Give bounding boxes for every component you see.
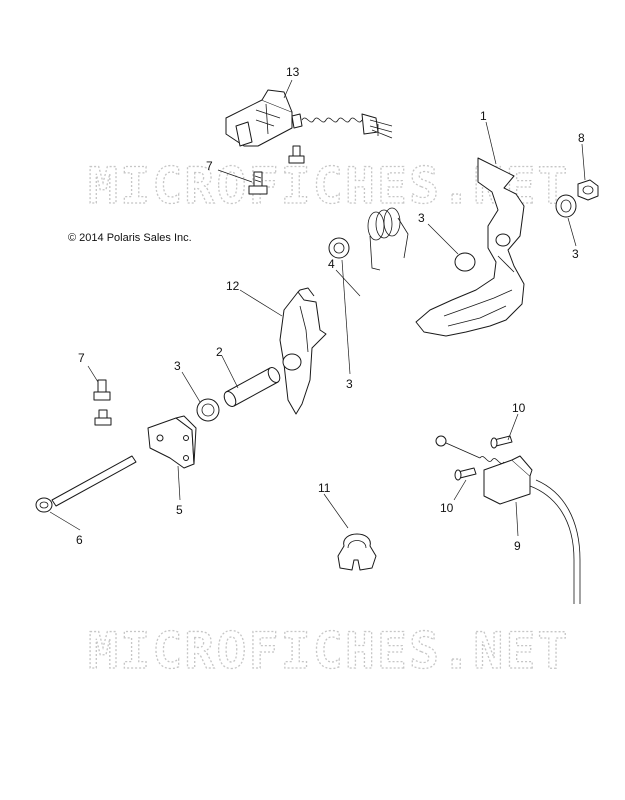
watermark-bottom: MICROFICHES.NET: [88, 622, 570, 680]
part-5-mount-bracket: [147, 415, 197, 469]
part-6-long-bolt: [35, 455, 137, 513]
callout-3-bushing-b: 3: [418, 211, 425, 225]
part-3-bushing-a: [555, 194, 577, 218]
callout-6: 6: [76, 533, 83, 547]
callout-10-top: 10: [512, 401, 526, 415]
part-12-lever: [279, 287, 327, 415]
part-9-cable: [435, 435, 581, 604]
part-1-pedal-bracket: [415, 157, 525, 337]
callout-5: 5: [176, 503, 183, 517]
callout-7-top: 7: [206, 159, 213, 173]
part-7-bolt-top-2: [288, 145, 305, 164]
callout-4: 4: [328, 257, 335, 271]
callout-3-bushing-c: 3: [346, 377, 353, 391]
part-2-spacer-tube: [223, 367, 281, 407]
part-10-screw-b: [454, 467, 477, 481]
callout-11: 11: [318, 481, 331, 495]
part-7-bolt-left-2: [94, 409, 112, 426]
callout-3-bushing-d: 3: [174, 359, 181, 373]
part-11-clip: [337, 533, 377, 571]
callout-7-left: 7: [78, 351, 85, 365]
callout-10-bottom: 10: [440, 501, 454, 515]
callout-2: 2: [216, 345, 223, 359]
part-3-bushing-b: [454, 252, 476, 272]
callout-12: 12: [226, 279, 240, 293]
callout-9: 9: [514, 539, 521, 553]
part-3-bushing-c: [328, 237, 350, 259]
part-3-bushing-d: [196, 398, 220, 422]
callout-13: 13: [286, 65, 300, 79]
copyright-notice: © 2014 Polaris Sales Inc.: [68, 232, 192, 244]
callout-3-bushing-a: 3: [572, 247, 579, 261]
callout-numbers: 13 1 8 7 3 3 4 12 2 7 3 3 10 11 10 5 6 9: [76, 65, 585, 553]
callout-1: 1: [480, 109, 487, 123]
part-13-switch-assembly: [225, 89, 393, 147]
part-8-nut: [577, 179, 599, 201]
callout-leader-lines: [49, 79, 586, 537]
part-4-torsion-spring: [367, 207, 409, 271]
part-7-bolt-left: [93, 379, 111, 401]
callout-8: 8: [578, 131, 585, 145]
part-10-screw-a: [490, 435, 513, 449]
part-7-bolt-top: [248, 171, 268, 195]
